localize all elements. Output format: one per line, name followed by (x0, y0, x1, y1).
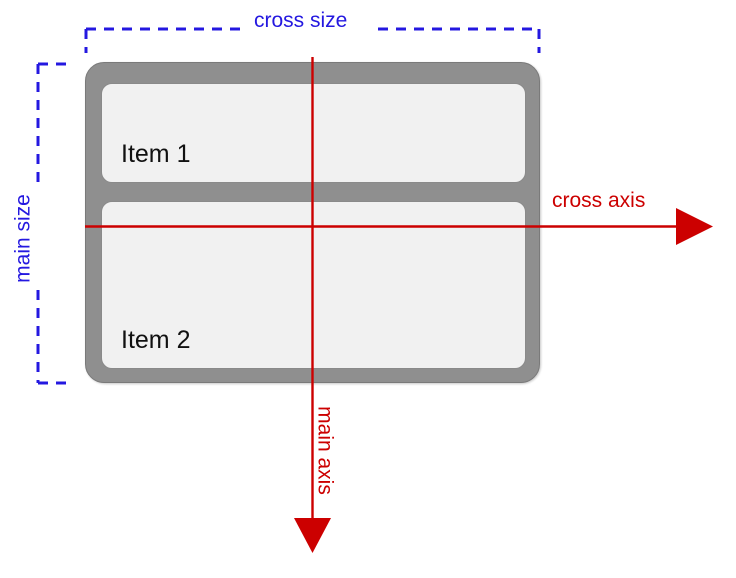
cross-size-bracket (84, 27, 541, 53)
main-axis-arrowhead (294, 518, 331, 553)
cross-axis-label: cross axis (552, 189, 646, 212)
cross-axis-arrow (85, 208, 713, 245)
flex-item-2-label: Item 2 (121, 326, 191, 354)
flex-container: Item 1 Item 2 (85, 62, 540, 383)
cross-axis-arrowhead (676, 208, 713, 245)
main-axis-arrow (294, 57, 331, 553)
main-size-label: main size (11, 194, 35, 283)
main-size-bracket (36, 62, 66, 385)
cross-size-label: cross size (254, 9, 348, 32)
flex-item-1-label: Item 1 (121, 140, 191, 168)
main-axis-label: main axis (313, 406, 337, 495)
